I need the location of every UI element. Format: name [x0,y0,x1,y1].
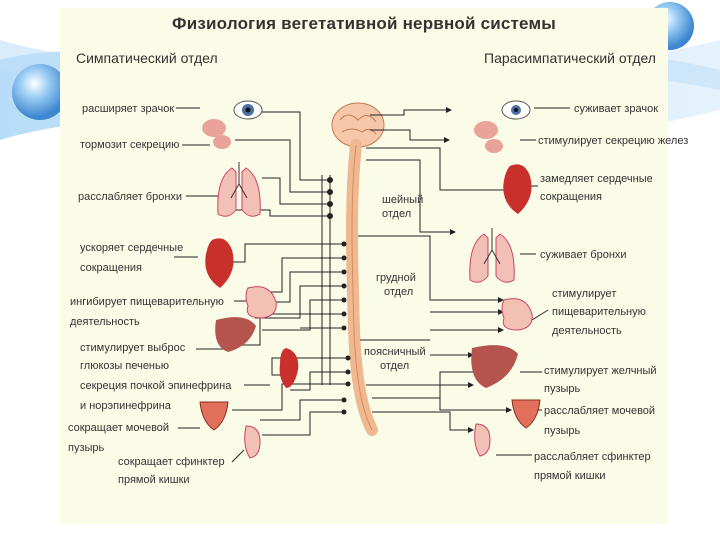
symp-label-liver-2: глюкозы печенью [80,360,169,372]
symp-label-bronchi: расслабляет бронхи [78,191,183,203]
symp-label-bladder-2: пузырь [68,442,105,454]
liver-icon [215,317,256,352]
segment-lumbar-1: поясничный [364,346,426,358]
para-label-bladder-2: пузырь [544,425,581,437]
eye-icon [233,100,263,120]
lungs-icon [469,228,515,283]
bladder-icon [199,401,229,431]
symp-label-heart-2: сокращения [80,262,143,274]
para-label-gallbladder-2: пузырь [544,383,581,395]
rectum-icon [244,425,261,459]
para-label-bladder-1: расслабляет мочевой [544,405,656,417]
segment-cervical-1: шейный [382,194,424,206]
symp-label-kidney-2: и норэпинефрина [80,400,171,412]
para-label-digestion-2: пищеварительную [552,306,646,318]
segment-lumbar-2: отдел [380,360,410,372]
symp-label-kidney-1: секреция почкой эпинефрина [80,380,232,392]
symp-label-liver-1: стимулирует выброс [80,342,186,354]
salivary-gland-icon [202,119,231,149]
spinal-cord [346,139,378,436]
segment-thoracic-2: отдел [384,286,414,298]
para-label-gallbladder-1: стимулирует желчный [544,365,657,377]
symp-label-heart-1: ускоряет сердечные [80,242,184,254]
para-label-sphincter-1: расслабляет сфинктер [534,451,651,463]
symp-label-bladder-1: сокращает мочевой [68,422,170,434]
sympathetic-heading: Симпатический отдел [76,50,218,66]
lungs-icon [217,162,261,217]
decor-orb-left [12,64,68,120]
bladder-icon [511,399,541,429]
para-label-digestion-1: стимулирует [552,288,617,300]
segment-cervical-2: отдел [382,208,412,220]
para-label-bronchi: суживает бронхи [540,249,627,261]
para-label-digestion-3: деятельность [552,325,622,337]
salivary-gland-icon [474,121,503,153]
stomach-icon [501,298,533,331]
rectum-icon [474,423,491,457]
symp-label-digestion-1: ингибирует пищеварительную [70,296,224,308]
segment-thoracic-1: грудной [376,272,416,284]
kidney-icon [279,348,299,388]
heart-icon [205,238,234,288]
diagram-panel [60,8,668,524]
liver-icon [471,345,518,388]
symp-label-pupil: расширяет зрачок [82,103,175,115]
symp-label-sphincter-2: прямой кишки [118,474,190,486]
page-title: Физиология вегетативной нервной системы [172,14,556,33]
symp-label-digestion-2: деятельность [70,316,140,328]
parasympathetic-heading: Парасимпатический отдел [484,50,656,66]
symp-label-sphincter-1: сокращает сфинктер [118,456,225,468]
para-label-heart-2: сокращения [540,191,603,203]
symp-label-secretion: тормозит секрецию [80,139,180,151]
stomach-icon [245,286,277,319]
para-label-sphincter-2: прямой кишки [534,470,606,482]
para-label-pupil: суживает зрачок [574,103,659,115]
eye-icon [501,100,531,120]
para-label-secretion: стимулирует секрецию желез [538,135,689,147]
heart-icon [503,164,532,214]
para-label-heart-1: замедляет сердечные [540,173,653,185]
